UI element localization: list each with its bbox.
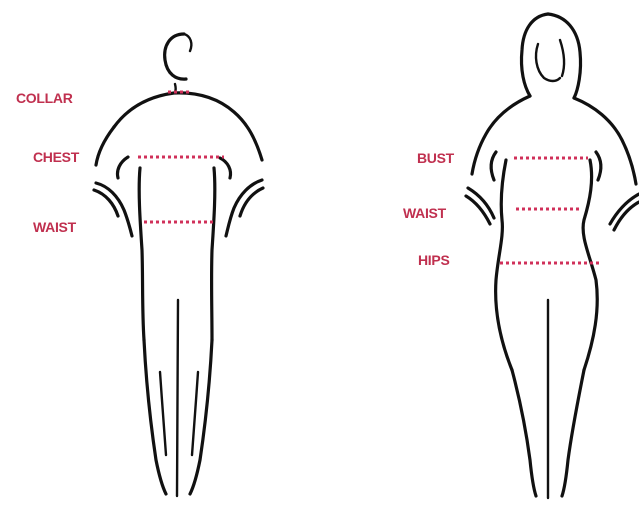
male-head bbox=[165, 34, 186, 79]
female-figure bbox=[466, 14, 639, 498]
hips-label: HIPS bbox=[418, 253, 449, 267]
bust-label: BUST bbox=[417, 151, 454, 165]
female-hair bbox=[521, 14, 548, 96]
male-shoulders bbox=[114, 93, 262, 160]
collar-label: COLLAR bbox=[16, 91, 73, 105]
chest-label: CHEST bbox=[33, 150, 79, 164]
female-waist-label: WAIST bbox=[403, 206, 446, 220]
male-waist-label: WAIST bbox=[33, 220, 76, 234]
female-shoulders bbox=[472, 96, 530, 174]
male-measure-lines bbox=[138, 92, 224, 222]
male-figure bbox=[94, 34, 263, 496]
